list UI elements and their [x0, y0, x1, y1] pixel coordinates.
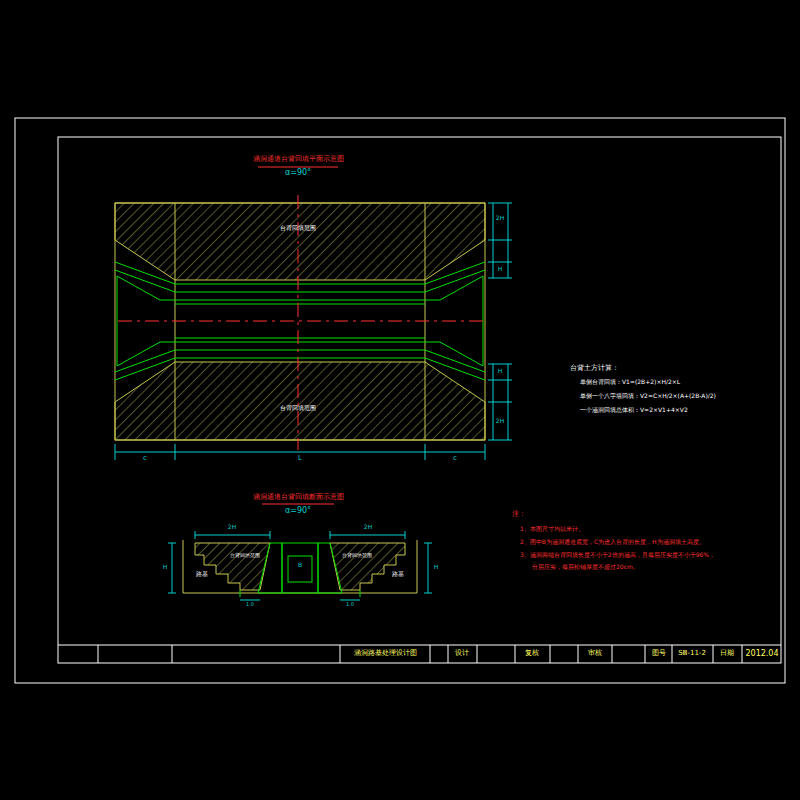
angle-note: α=90° — [285, 507, 311, 516]
dimension: 1.0 — [246, 602, 254, 608]
title-block-cell: 图号 — [652, 650, 666, 658]
ground-label: 路基 — [196, 571, 208, 578]
note-line: 3、涵洞两端台背回填长度不小于2倍的涵高，且每层压实度不小于96%， — [520, 552, 715, 559]
note-heading: 注： — [512, 511, 526, 519]
dimension: c — [453, 455, 457, 463]
title-block-cell: 设计 — [455, 650, 469, 658]
dimension: H — [498, 368, 503, 375]
dimension: H — [163, 564, 168, 571]
sheet-title: 涵洞路基处理设计图 — [354, 650, 417, 658]
dimension: 2H — [364, 524, 372, 531]
dimension: 2H — [496, 215, 504, 222]
calc-line: 单侧台背回填：V1=(2B+2)×H/2×L — [580, 379, 680, 386]
title-block-cell: 审核 — [588, 650, 602, 658]
angle-note: α=90° — [285, 169, 311, 178]
fill-area-label: 台背回填范围 — [230, 553, 260, 559]
fill-area-label: 台背回填范围 — [280, 405, 316, 412]
calc-line: 一个涵洞回填总体积：V=2×V1+4×V2 — [580, 407, 688, 414]
title-block-cell: SⅢ-11-2 — [678, 650, 706, 658]
dimension: H — [434, 564, 439, 571]
note-line: 分层压实，每层松铺厚度不超过20cm。 — [532, 564, 639, 571]
title-block-cell: 日期 — [720, 650, 734, 658]
dimension: B — [298, 562, 302, 569]
ground-label: 路基 — [392, 571, 404, 578]
calc-line: 单侧一个八字墙回填：V2=C×H/2×(A+(2B-A)/2) — [580, 393, 716, 400]
title-block-cell: 2012.04 — [745, 650, 778, 659]
note-line: 2、图中B为涵洞通道底宽，C为进入台背的长度，H为涵洞填土高度。 — [520, 539, 705, 546]
title-block-cell: 复核 — [525, 650, 539, 658]
fill-area-label: 台背回填范围 — [342, 553, 372, 559]
note-line: 1、本图尺寸均以米计。 — [520, 526, 584, 533]
dimension: 1.0 — [346, 602, 354, 608]
dimension: H — [498, 266, 503, 273]
dimension: c — [143, 455, 147, 463]
calc-heading: 台背土方计算： — [570, 365, 619, 373]
view-title: 涵洞通道台背回填断面示意图 — [253, 494, 344, 502]
fill-area-label: 台背回填范围 — [280, 225, 316, 232]
dimension: L — [298, 455, 302, 463]
dimension: 2H — [228, 524, 236, 531]
dimension: 2H — [496, 418, 504, 425]
view-title: 涵洞通道台背回填平面示意图 — [253, 156, 344, 164]
